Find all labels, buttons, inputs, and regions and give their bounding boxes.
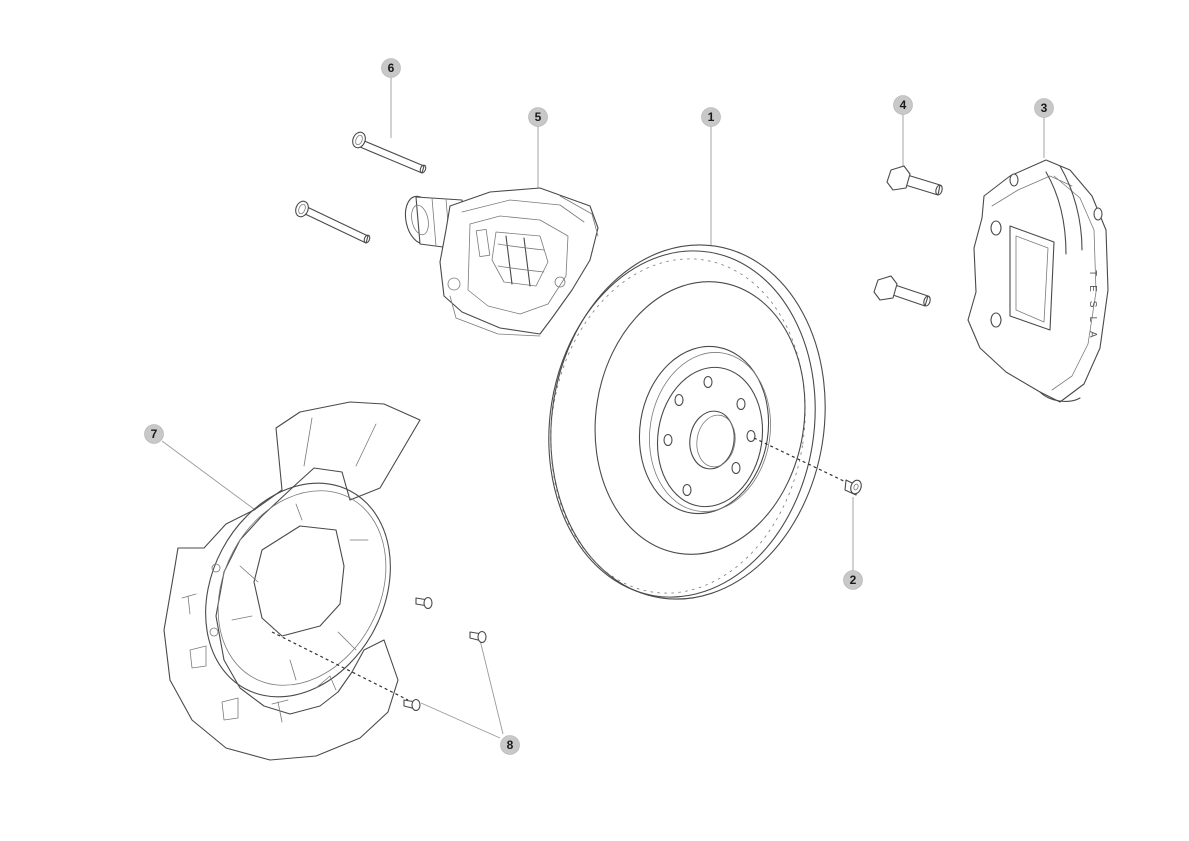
leader-8a bbox=[420, 702, 501, 739]
leader-8b bbox=[479, 639, 504, 735]
callout-1-label: 1 bbox=[708, 110, 715, 124]
callout-6-label: 6 bbox=[388, 61, 395, 75]
leader-7 bbox=[161, 440, 263, 516]
callout-7: 7 bbox=[144, 424, 164, 444]
brake-rotor bbox=[548, 244, 826, 600]
guide-bolt-upper bbox=[352, 131, 427, 174]
guide-bolt-lower bbox=[295, 200, 371, 244]
rotor-set-screw bbox=[753, 437, 862, 496]
brake-caliper: TESLA bbox=[967, 159, 1109, 403]
callout-2: 2 bbox=[843, 570, 863, 590]
caliper-bolt-upper bbox=[886, 165, 943, 196]
callout-6: 6 bbox=[381, 58, 401, 78]
callout-8: 8 bbox=[500, 735, 520, 755]
guide-bolts bbox=[295, 131, 427, 244]
caliper-brand-text: TESLA bbox=[1087, 270, 1098, 347]
callout-2-label: 2 bbox=[850, 573, 857, 587]
callout-4-label: 4 bbox=[900, 98, 907, 112]
callout-7-label: 7 bbox=[151, 427, 158, 441]
callout-8-label: 8 bbox=[507, 738, 514, 752]
shield-screws bbox=[271, 596, 487, 712]
callout-5: 5 bbox=[528, 107, 548, 127]
callout-4: 4 bbox=[893, 95, 913, 115]
callout-badges: 1 2 3 4 5 6 7 8 bbox=[144, 58, 1054, 755]
shield-screw-a bbox=[415, 596, 433, 610]
callout-3: 3 bbox=[1034, 98, 1054, 118]
dust-shield bbox=[163, 401, 421, 761]
shield-screw-b bbox=[469, 630, 487, 644]
leader-lines bbox=[161, 77, 1045, 739]
caliper-bolts bbox=[873, 165, 943, 307]
callout-3-label: 3 bbox=[1041, 101, 1048, 115]
callout-5-label: 5 bbox=[535, 110, 542, 124]
shield-screw-c bbox=[403, 698, 421, 712]
parking-brake-caliper bbox=[404, 187, 599, 337]
callout-1: 1 bbox=[701, 107, 721, 127]
caliper-bolt-lower bbox=[873, 275, 931, 307]
